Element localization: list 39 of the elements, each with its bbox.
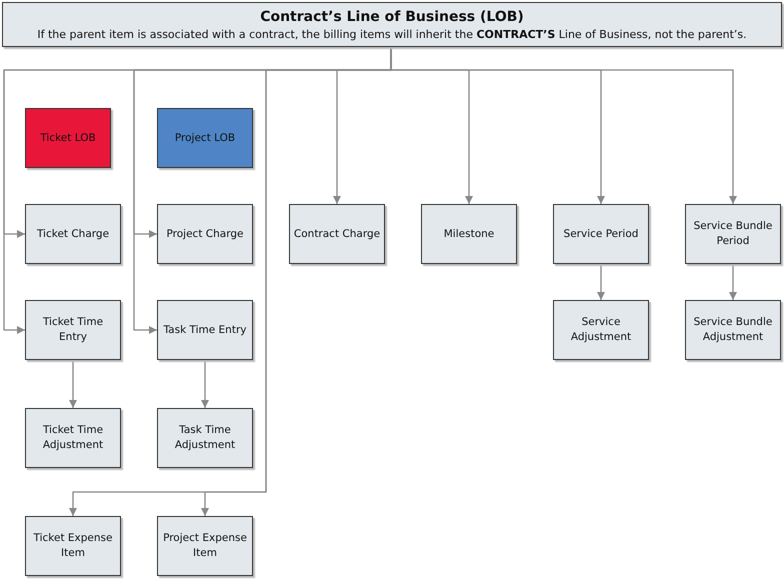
arrow xyxy=(729,264,737,300)
box-label: Project Charge xyxy=(166,226,244,242)
process-box xyxy=(157,516,253,576)
process-box xyxy=(25,300,121,360)
process-box xyxy=(157,204,253,264)
box-label: Task Time Entry xyxy=(162,322,248,338)
box-label: Ticket Charge xyxy=(36,226,110,242)
box-label: Service Adjustment xyxy=(570,315,632,345)
box-label: Contract Charge xyxy=(292,226,382,242)
process-box xyxy=(157,300,253,360)
box-label: Service Bundle Period xyxy=(692,219,774,249)
box-label: Project Expense Item xyxy=(162,531,248,561)
arrow xyxy=(597,264,605,300)
category-box xyxy=(25,108,111,168)
category-box xyxy=(157,108,253,168)
arrow xyxy=(201,360,209,408)
box-label: Service Period xyxy=(562,226,640,242)
box-label: Milestone xyxy=(442,226,496,242)
box-label: Task Time Adjustment xyxy=(174,423,236,453)
arrow xyxy=(69,360,77,408)
process-box xyxy=(553,204,649,264)
box-label: Project LOB xyxy=(174,130,236,146)
process-box xyxy=(685,204,781,264)
process-box xyxy=(157,408,253,468)
box-label: Ticket Expense Item xyxy=(32,531,114,561)
header-box xyxy=(2,2,782,47)
box-label: Ticket LOB xyxy=(39,130,97,146)
process-box xyxy=(25,408,121,468)
box-label: Ticket Time Adjustment xyxy=(42,423,104,453)
box-label: Service Bundle Adjustment xyxy=(692,315,774,345)
process-box xyxy=(25,204,121,264)
box-label: Ticket Time Entry xyxy=(42,315,104,345)
description: If the parent item is associated with a contract, the billing items will inherit the CONTRACT’S Line of Business, not the parent’s. xyxy=(36,27,748,42)
process-box xyxy=(685,300,781,360)
process-box xyxy=(289,204,385,264)
process-box xyxy=(553,300,649,360)
process-box xyxy=(25,516,121,576)
process-box xyxy=(421,204,517,264)
title: Contract’s Line of Business (LOB) xyxy=(259,8,525,27)
